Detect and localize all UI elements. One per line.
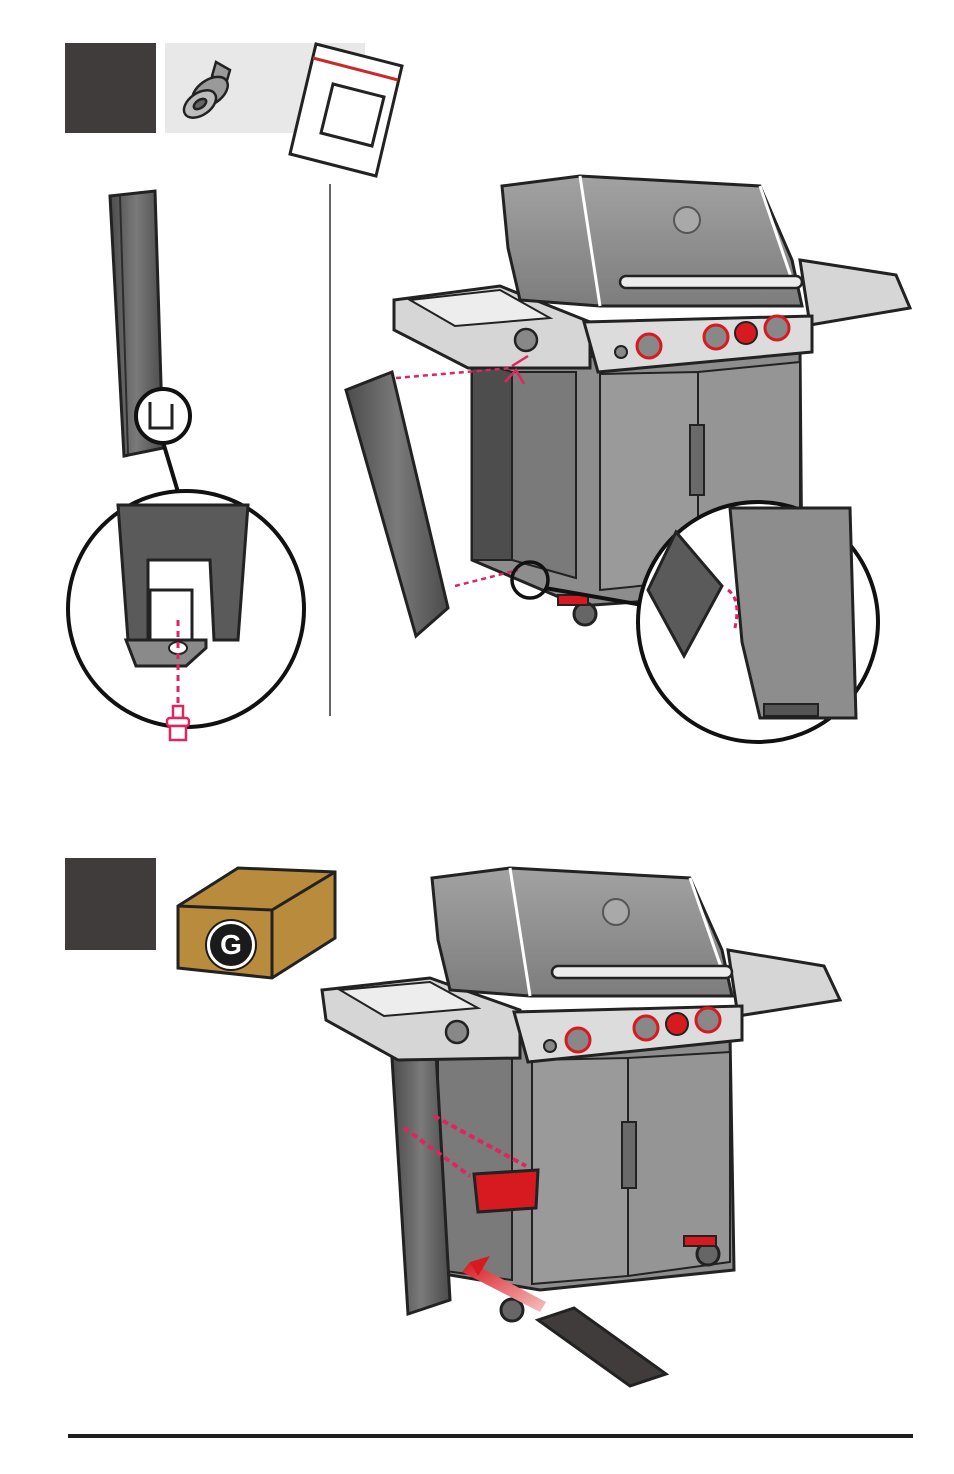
grease-tray-part [472, 1168, 540, 1214]
detail-callout-small [134, 387, 192, 445]
hardware-bag-icon [288, 42, 404, 178]
side-panel-part [108, 189, 165, 458]
detail-magnifier-panel [636, 500, 880, 744]
detail-magnifier-screw [66, 489, 306, 742]
box-icon [176, 866, 337, 980]
box-label-badge: G [207, 921, 255, 969]
step-1-block [65, 43, 156, 133]
box-label-text: G [220, 929, 242, 960]
footer-rule [68, 1434, 913, 1438]
screw-icon [182, 60, 232, 119]
step-2-block [65, 858, 156, 950]
catch-pan-part [534, 1306, 670, 1388]
grill-illustration-step-2 [320, 866, 843, 1388]
grill-illustration-step-1 [344, 174, 913, 639]
screw-guide-icon [165, 704, 191, 742]
